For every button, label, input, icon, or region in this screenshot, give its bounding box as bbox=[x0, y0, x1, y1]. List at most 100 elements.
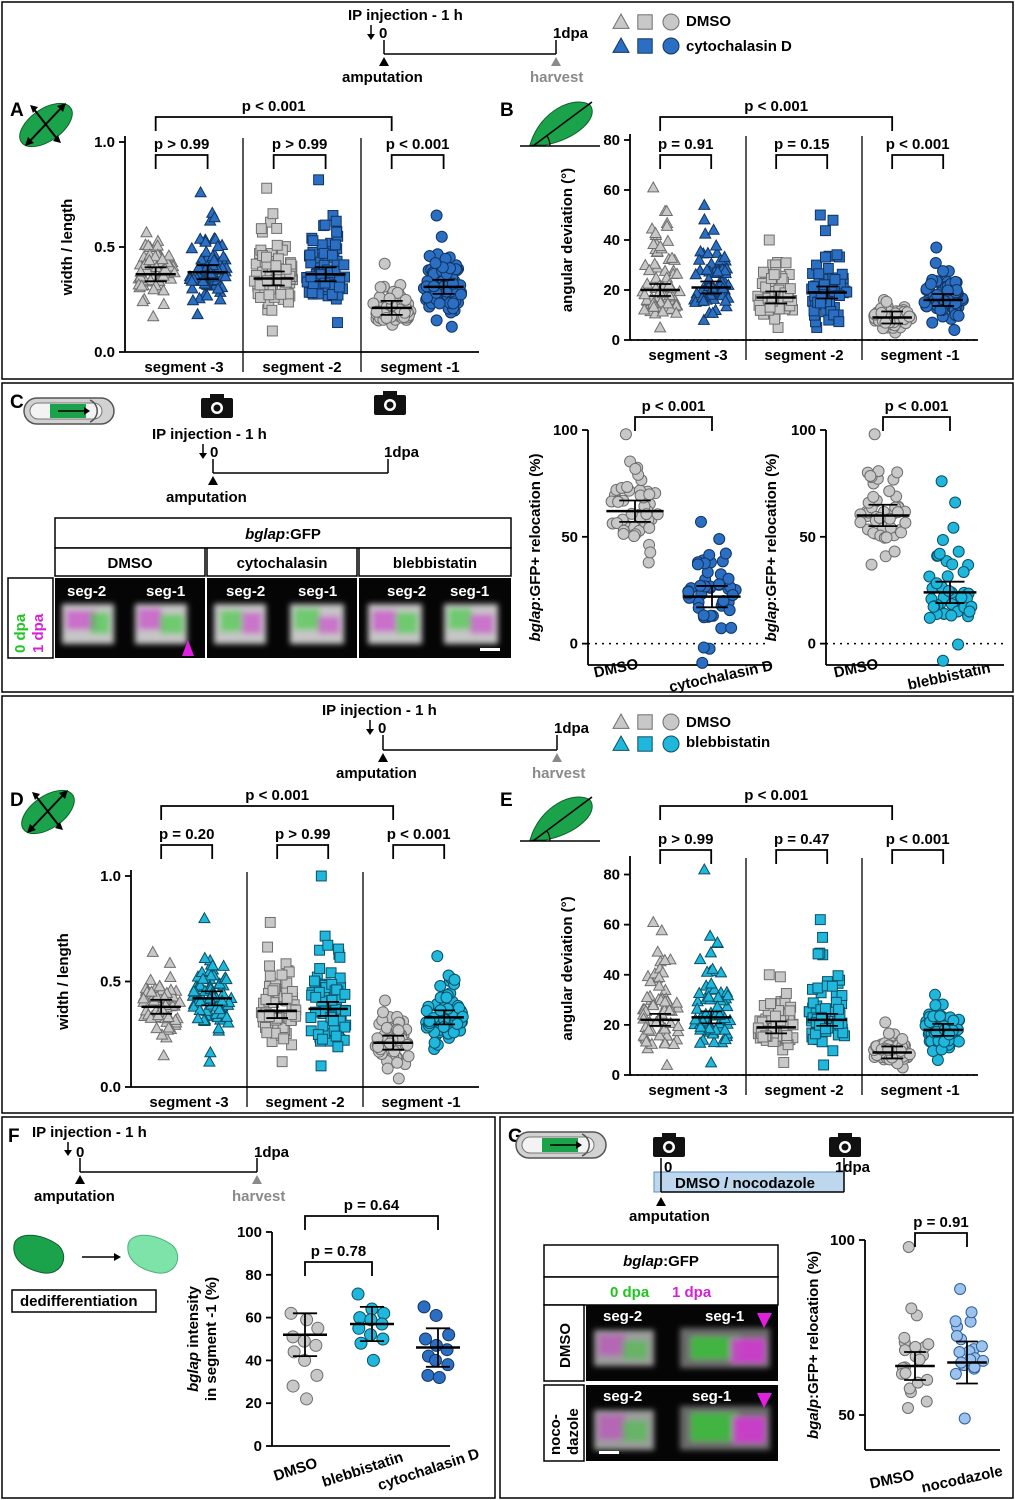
significance-bracket bbox=[659, 805, 894, 820]
timeline2-injection: IP injection - 1 h bbox=[322, 702, 437, 719]
seg-label: seg-2 bbox=[226, 583, 265, 600]
data-point bbox=[193, 1003, 207, 1016]
data-point bbox=[442, 1328, 456, 1342]
data-point bbox=[880, 531, 893, 544]
data-point bbox=[977, 1354, 990, 1367]
data-point bbox=[278, 1033, 290, 1045]
data-point bbox=[854, 516, 867, 529]
x-category-label: DMSO bbox=[832, 656, 880, 682]
data-point bbox=[814, 209, 826, 221]
y-axis-label-gene: bglap bbox=[763, 601, 780, 641]
data-point bbox=[656, 305, 670, 317]
y-tick-label: 100 bbox=[791, 422, 816, 439]
data-point bbox=[194, 185, 207, 198]
data-point bbox=[718, 250, 731, 262]
fin-ray-icon-g bbox=[515, 1131, 607, 1159]
data-point bbox=[217, 250, 230, 262]
y-axis-label-gene: bglap bbox=[185, 1352, 202, 1392]
y-tick-label: 40 bbox=[603, 967, 620, 984]
data-point bbox=[315, 870, 327, 882]
y-axis-label-rest: :GFP+ relocation (%) bbox=[527, 454, 544, 602]
data-point bbox=[639, 1035, 653, 1047]
y-tick-label: 60 bbox=[245, 1310, 262, 1327]
data-point bbox=[832, 970, 844, 982]
p-value-label: p < 0.001 bbox=[886, 136, 950, 153]
data-point bbox=[930, 577, 943, 590]
y-tick-label: 20 bbox=[245, 1395, 262, 1412]
data-point bbox=[834, 290, 845, 302]
data-point bbox=[156, 252, 169, 265]
data-point bbox=[366, 1353, 380, 1367]
imaging-c-title: bglap:GFP bbox=[245, 526, 321, 543]
data-point bbox=[958, 1412, 971, 1425]
data-point bbox=[418, 1332, 432, 1346]
significance-bracket bbox=[634, 416, 713, 431]
timeline-f: IP injection - 1 h 0 1dpa amputation har… bbox=[32, 1124, 290, 1205]
data-point bbox=[667, 1037, 681, 1049]
data-point bbox=[725, 621, 738, 634]
significance-bracket bbox=[659, 154, 713, 169]
data-point bbox=[784, 283, 796, 295]
data-point bbox=[719, 547, 732, 560]
data-point bbox=[286, 1330, 300, 1344]
seg-label: seg-1 bbox=[450, 583, 489, 600]
p-value-label: p = 0.91 bbox=[658, 136, 713, 153]
data-point bbox=[612, 495, 625, 508]
timeline-g-end: 1dpa bbox=[835, 1159, 871, 1176]
x-group-label: segment -2 bbox=[764, 1082, 843, 1099]
y-tick-label: 80 bbox=[245, 1267, 262, 1284]
data-point bbox=[199, 245, 213, 257]
data-point bbox=[401, 1038, 414, 1051]
data-point bbox=[947, 521, 960, 534]
data-point bbox=[703, 1021, 716, 1034]
data-point bbox=[651, 945, 665, 957]
data-point bbox=[364, 1313, 378, 1327]
data-point bbox=[945, 609, 958, 622]
data-point bbox=[721, 988, 735, 1001]
panel-letter-f: F bbox=[8, 1126, 20, 1147]
data-point bbox=[661, 296, 675, 309]
data-point bbox=[670, 267, 684, 279]
data-point bbox=[662, 713, 680, 731]
y-axis-label-gene: bgalp bbox=[805, 1399, 822, 1439]
data-point bbox=[271, 239, 283, 251]
data-point bbox=[706, 962, 719, 974]
imaging-g-title: bglap:GFP bbox=[623, 1253, 699, 1270]
y-tick-label: 0 bbox=[612, 1067, 620, 1084]
x-category-label: DMSO bbox=[272, 1455, 320, 1485]
data-point bbox=[310, 991, 322, 1003]
y-tick-label: 40 bbox=[603, 232, 620, 249]
x-group-label: segment -1 bbox=[880, 347, 959, 364]
data-point bbox=[276, 1056, 288, 1068]
p-value-label: p = 0.78 bbox=[311, 1243, 366, 1260]
data-point bbox=[640, 293, 654, 305]
data-point bbox=[698, 212, 711, 225]
significance-bracket bbox=[160, 805, 395, 820]
data-point bbox=[899, 516, 912, 529]
data-point bbox=[660, 204, 674, 217]
data-point bbox=[334, 972, 346, 984]
dedifferentiation-label: dedifferentiation bbox=[20, 1293, 138, 1310]
frame-g bbox=[499, 1116, 1014, 1499]
data-point bbox=[155, 1028, 169, 1040]
x-group-label: segment -3 bbox=[648, 347, 727, 364]
x-group-label: segment -2 bbox=[764, 347, 843, 364]
data-point bbox=[135, 279, 149, 291]
data-point bbox=[780, 257, 792, 269]
data-point bbox=[694, 515, 707, 528]
data-point bbox=[718, 263, 732, 276]
data-point bbox=[694, 1020, 708, 1032]
p-value-label: p > 0.99 bbox=[658, 831, 713, 848]
data-point bbox=[267, 208, 279, 220]
data-point bbox=[689, 267, 703, 280]
data-point bbox=[926, 316, 939, 329]
data-point bbox=[713, 578, 726, 591]
significance-bracket bbox=[775, 154, 829, 169]
data-point bbox=[868, 428, 881, 441]
seg-label: seg-1 bbox=[298, 583, 337, 600]
data-point bbox=[448, 973, 461, 986]
data-point bbox=[378, 994, 391, 1007]
